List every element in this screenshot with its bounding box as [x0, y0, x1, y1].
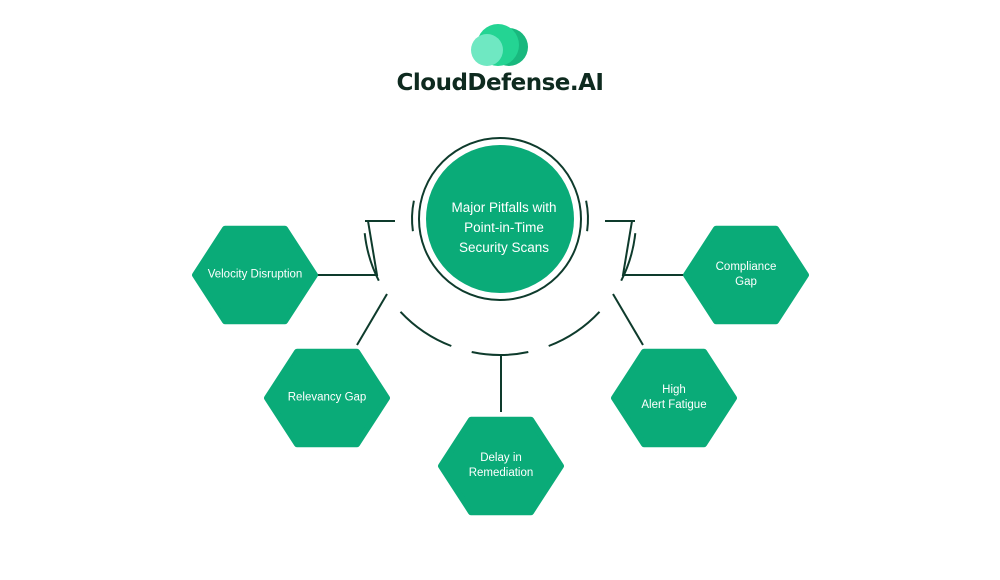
connector-lines	[315, 200, 685, 412]
pitfall-label-compliance-gap: Compliance Gap	[681, 260, 811, 290]
pitfall-label-delay-in-remediation: Delay in Remediation	[436, 451, 566, 481]
connector-line	[356, 293, 388, 346]
inner-arc-segment	[411, 200, 415, 232]
pitfall-label-line: Relevancy Gap	[287, 391, 367, 404]
hexagon-node-relevancy-gap	[264, 348, 390, 448]
brand-name: CloudDefense.AI	[396, 70, 604, 96]
connector-line	[315, 220, 379, 276]
pitfall-label-line: Velocity Disruption	[207, 268, 303, 281]
pitfall-label-line: Gap	[735, 276, 757, 288]
clouddefense-logo-icon	[471, 24, 528, 66]
center-title: Major Pitfalls with Point-in-Time Securi…	[432, 198, 576, 258]
center-title-line: Security Scans	[458, 240, 550, 255]
pitfall-label-line: Compliance	[715, 261, 777, 273]
pitfall-label-line: Alert Fatigue	[641, 399, 707, 411]
center-node	[418, 137, 582, 301]
hexagon-node-high-alert-fatigue	[611, 348, 737, 448]
pitfall-label-high-alert-fatigue: High Alert Fatigue	[609, 383, 739, 413]
center-title-line: Point-in-Time	[464, 220, 544, 235]
connector-line	[621, 220, 685, 276]
outer-arc-segment	[363, 233, 380, 282]
inner-arc-segment	[585, 200, 589, 232]
pitfall-label-velocity-disruption: Velocity Disruption	[190, 268, 320, 283]
pitfall-label-line: Remediation	[468, 467, 534, 479]
connector-line	[612, 293, 644, 346]
hexagon-node-compliance-gap	[683, 225, 809, 325]
outer-arc-segment	[399, 311, 452, 347]
center-title-line: Major Pitfalls with	[451, 200, 557, 215]
pitfall-nodes	[192, 225, 809, 516]
hexagon-node-delay-in-remediation	[438, 416, 564, 516]
hexagon-node-velocity-disruption	[192, 225, 318, 325]
outer-arc-segment	[548, 311, 601, 347]
outer-arc-segment	[620, 233, 637, 282]
outer-arc-segment	[471, 351, 529, 356]
pitfall-label-relevancy-gap: Relevancy Gap	[262, 391, 392, 406]
pitfall-label-line: Delay in	[480, 452, 522, 464]
pitfall-label-line: High	[662, 384, 686, 396]
